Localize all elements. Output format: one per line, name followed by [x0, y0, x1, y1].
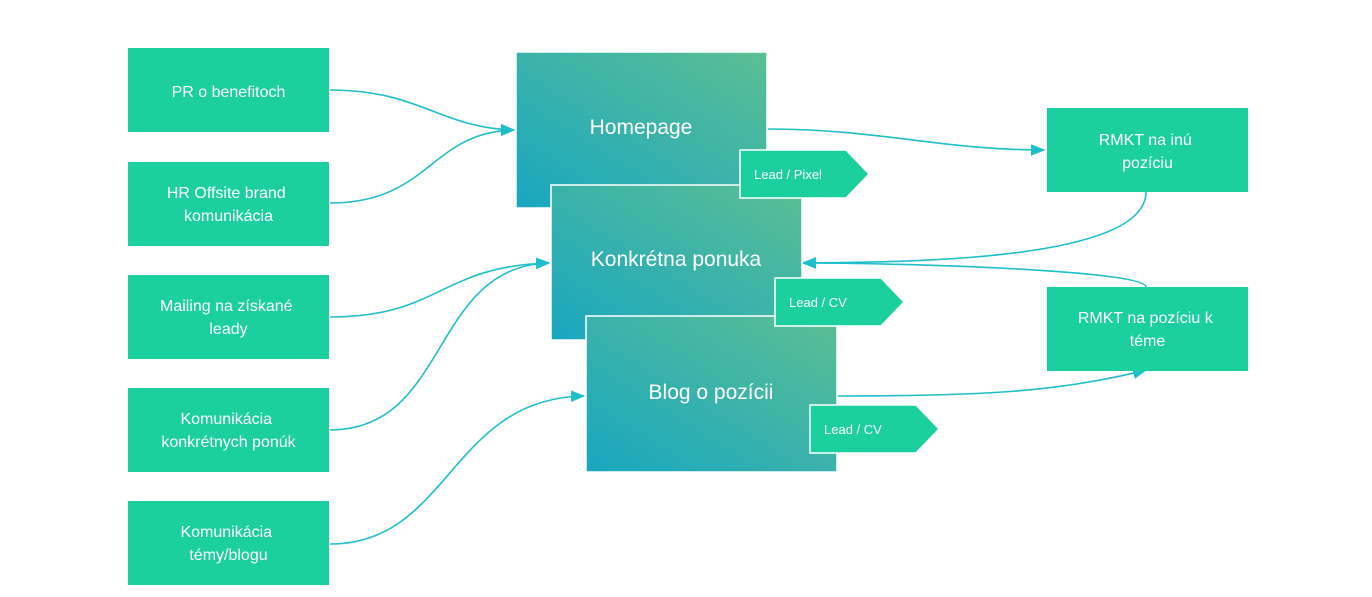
lead-tag-label: Lead / CV [789, 295, 847, 310]
connector-hr-offsite-to-homepage [329, 124, 516, 204]
rmkt-label: pozíciu [1122, 155, 1173, 172]
connector-topics-to-blog [329, 390, 586, 545]
connectors [329, 89, 1148, 545]
rmkt-box: RMKT na pozíciu k téme [1047, 287, 1248, 371]
source-label: konkrétnych ponúk [161, 434, 296, 451]
source-label: témy/blogu [189, 547, 267, 564]
lead-tag: Lead / CV [809, 404, 941, 454]
connector-rmkt-topic-to-offer [801, 257, 1147, 288]
svg-text:RMKT na inú pozíciu: RMKT na inú pozíciu [1099, 132, 1197, 172]
page-title: Homepage [590, 116, 693, 139]
lead-tag-label: Lead / CV [824, 422, 882, 437]
page-box-offer: Konkrétna ponuka [550, 184, 803, 341]
rmkt-label: RMKT na pozíciu k [1078, 310, 1214, 327]
source-label: Komunikácia [180, 411, 272, 428]
svg-text:RMKT na pozíciu k téme: RMKT na pozíciu k téme [1078, 310, 1217, 350]
rmkt-label: RMKT na inú [1099, 132, 1192, 149]
source-box: Komunikácia konkrétnych ponúk [128, 388, 329, 472]
connector-pr-to-homepage [329, 89, 516, 136]
svg-text:PR o benefitoch: PR o benefitoch [172, 84, 286, 101]
page-box-blog: Blog o pozícii [585, 315, 838, 473]
lead-tag-label: Lead / Pixel [754, 167, 822, 182]
source-box: HR Offsite brand komunikácia [128, 162, 329, 246]
source-label: leady [209, 321, 247, 338]
svg-text:Mailing na získané leady: Mailing na získané leady [160, 298, 297, 338]
source-label: HR Offsite brand [167, 185, 286, 202]
connector-offers-comm-to-offer [329, 257, 551, 431]
connector-mailing-to-offer [329, 257, 551, 318]
rmkt-box: RMKT na inú pozíciu [1047, 108, 1248, 192]
page-box-homepage: Homepage [515, 51, 768, 209]
page-title: Konkrétna ponuka [591, 248, 762, 271]
rmkt-label: téme [1130, 333, 1166, 350]
source-label: Mailing na získané [160, 298, 293, 315]
source-box: Mailing na získané leady [128, 275, 329, 359]
source-box: Komunikácia témy/blogu [128, 501, 329, 585]
lead-tag: Lead / Pixel [739, 149, 871, 199]
source-label: PR o benefitoch [172, 84, 286, 101]
source-box: PR o benefitoch [128, 48, 329, 132]
svg-text:Komunikácia témy/blogu: Komunikácia témy/blogu [180, 524, 276, 564]
lead-tag: Lead / CV [774, 277, 906, 327]
connector-blog-to-rmkt-topic [837, 367, 1148, 397]
source-label: Komunikácia [180, 524, 272, 541]
connector-homepage-to-rmkt-other [767, 128, 1046, 156]
connector-rmkt-other-to-offer [801, 191, 1147, 269]
source-label: komunikácia [184, 208, 273, 225]
svg-text:HR Offsite brand komunik: HR Offsite brand komunikácia [167, 185, 290, 225]
svg-text:Komunikácia konkrétnych: Komunikácia konkrétnych ponúk [161, 411, 296, 451]
page-title: Blog o pozícii [649, 381, 774, 404]
